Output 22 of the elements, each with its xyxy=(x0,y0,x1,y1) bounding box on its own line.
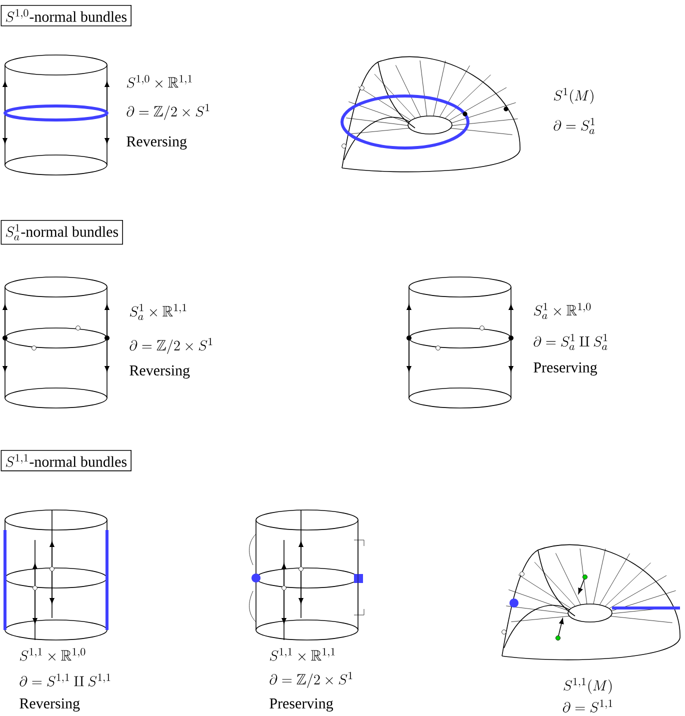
formula-label: $\partial=S^{1,1}\amalg S^{1,1}$ xyxy=(20,674,110,686)
formula-label: $S^1(M)$ xyxy=(554,88,594,104)
formula-label: $S^1_a\times\mathbb{R}^{1,0}$ xyxy=(534,302,591,320)
formula-label: $S^{1,1}(M)$ xyxy=(564,678,612,694)
caption-text: Preserving xyxy=(534,362,598,376)
formula-label: $S^{1,1}\times\mathbb{R}^{1,0}$ xyxy=(20,648,86,661)
section-header-box: $S^{1,0}\text{-normal bundles}$ xyxy=(0,5,132,26)
caption-text: Preserving xyxy=(270,698,334,712)
formula-label: $\partial=\mathbb{Z}/2\times S^1$ xyxy=(126,104,210,120)
formula-label: $S^{1,1}\times\mathbb{R}^{1,1}$ xyxy=(270,648,335,661)
formula-label: $S^{1,0}\times\mathbb{R}^{1,1}$ xyxy=(126,75,192,88)
formula-label: $S^1_a\times\mathbb{R}^{1,1}$ xyxy=(130,304,186,320)
formula-label: $\partial=S^1_a$ xyxy=(554,118,595,134)
formula-label: $\partial=\mathbb{Z}/2\times S^1$ xyxy=(130,338,212,354)
section-header-box: $S^1_a\text{-normal bundles}$ xyxy=(0,220,123,245)
formula-label: $\partial=S^1_a\amalg S^1_a$ xyxy=(534,334,608,350)
caption-text: Reversing xyxy=(20,698,80,712)
formula-label: $\partial=\mathbb{Z}/2\times S^1$ xyxy=(270,672,352,688)
caption-text: Reversing xyxy=(126,136,187,150)
section-header-box: $S^{1,1}\text{-normal bundles}$ xyxy=(0,450,132,472)
caption-text: Reversing xyxy=(130,365,190,379)
formula-label: $\partial=S^{1,1}$ xyxy=(562,700,612,712)
